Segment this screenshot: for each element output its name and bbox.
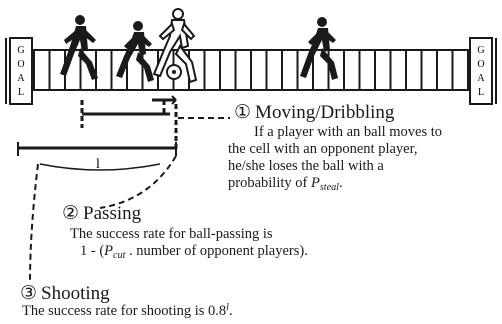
distance-label: l <box>96 157 100 172</box>
action-arrows <box>17 95 230 283</box>
passing-line: The success rate for ball-passing is <box>70 226 273 242</box>
field-cells <box>33 49 469 91</box>
player-icon <box>116 21 154 82</box>
goal-right-letter: A <box>477 73 485 84</box>
step-number: ② <box>62 203 80 224</box>
moving-line: If a player with an ball moves to <box>254 124 443 140</box>
goal-left: G O A L <box>5 37 33 105</box>
player-icon <box>300 17 338 80</box>
ball-icon <box>166 64 182 80</box>
moving-line: the cell with an opponent player, <box>228 141 418 157</box>
goal-left-letter: G <box>17 45 24 56</box>
goal-right: G O A L <box>469 37 497 105</box>
goal-right-letter: O <box>477 59 484 70</box>
goal-left-letter: O <box>17 59 24 70</box>
moving-title: Moving/Dribbling <box>255 102 395 123</box>
goal-left-letter: A <box>17 73 25 84</box>
shooting-description: The success rate for shooting is 0.8l. <box>22 302 233 319</box>
moving-description: If a player with an ball moves to the ce… <box>228 124 443 193</box>
step-number: ① <box>234 102 252 123</box>
passing-title: Passing <box>83 203 142 224</box>
passing-formula: 1 - (Pcut . number of opponent players). <box>80 243 308 261</box>
goal-left-letter: L <box>18 87 24 98</box>
passing-description: The success rate for ball-passing is 1 -… <box>70 226 308 261</box>
goal-right-letter: G <box>477 45 484 56</box>
shooting-title: Shooting <box>41 283 110 304</box>
moving-probability: probability of Psteal. <box>228 175 343 193</box>
moving-line: he/she loses the ball with a <box>228 158 384 174</box>
player-icon <box>152 8 198 84</box>
player-icon <box>60 15 98 80</box>
goal-right-letter: L <box>478 87 484 98</box>
step-number: ③ <box>20 283 38 304</box>
